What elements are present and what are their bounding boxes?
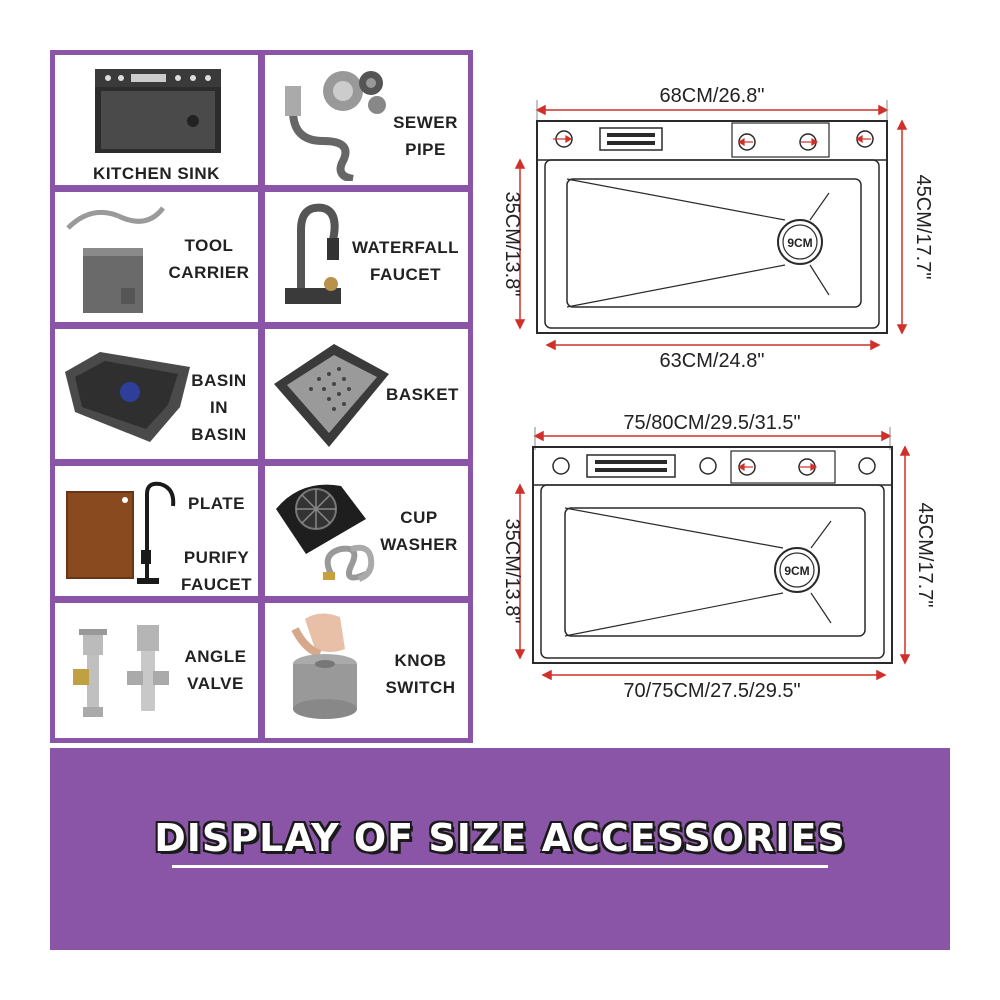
cup-washer-icon — [276, 484, 375, 582]
accessory-plate-purify-faucet: PLATE PURIFY FAUCET — [55, 466, 258, 596]
accessory-sewer-pipe: SEWER PIPE — [265, 55, 468, 185]
sink-dimension-diagram-1: 68CM/26.8" 9CM 35CM/13.8" 45CM/17.7" 6 — [501, 85, 934, 372]
waterfall-faucet-icon — [285, 203, 341, 304]
kitchen-sink-icon — [95, 69, 221, 153]
accessory-label: BASKET — [386, 385, 459, 404]
accessory-angle-valve: ANGLE VALVE — [55, 603, 258, 738]
left-height-label: 35CM/13.8" — [501, 519, 523, 624]
bottom-width-label: 63CM/24.8" — [660, 350, 765, 372]
basket-icon — [274, 344, 389, 447]
top-width-label: 68CM/26.8" — [660, 85, 765, 107]
accessory-label: PLATE PURIFY FAUCET — [181, 494, 252, 594]
top-width-label: 75/80CM/29.5/31.5" — [623, 412, 800, 434]
left-height-label: 35CM/13.8" — [501, 192, 523, 297]
sink-dimension-diagram-2: 75/80CM/29.5/31.5" 9CM 35CM/13.8" 45CM/1… — [501, 412, 935, 702]
plate-purify-faucet-icon — [66, 481, 176, 584]
sink-outline — [536, 120, 888, 334]
accessory-label: ANGLE VALVE — [184, 647, 247, 693]
sink-outline — [532, 446, 893, 664]
accessory-label: TOOL CARRIER — [168, 236, 250, 282]
accessory-knob-switch: KNOB SWITCH — [265, 603, 468, 738]
sewer-pipe-icon — [285, 71, 386, 181]
bottom-width-label: 70/75CM/27.5/29.5" — [623, 680, 800, 702]
banner-underline — [172, 865, 828, 868]
accessory-basin-in-basin: BASIN IN BASIN — [55, 329, 258, 459]
right-height-label: 45CM/17.7" — [912, 175, 934, 280]
knob-switch-icon — [291, 613, 357, 719]
angle-valve-icon — [73, 625, 169, 717]
accessory-label: CUP WASHER — [380, 508, 458, 554]
accessory-label: KITCHEN SINK — [93, 164, 220, 183]
accessory-kitchen-sink: KITCHEN SINK — [55, 55, 258, 185]
basin-icon — [65, 352, 190, 442]
title-banner: DISPLAY OF SIZE ACCESSORIES — [50, 748, 950, 950]
accessory-label: BASIN IN BASIN — [191, 371, 247, 444]
drain-size-label: 9CM — [784, 564, 809, 578]
drain-size-label: 9CM — [787, 236, 812, 250]
tool-carrier-icon — [66, 206, 165, 313]
accessory-tool-carrier: TOOL CARRIER — [55, 192, 258, 322]
accessory-grid: KITCHEN SINK SEWER PIPE TOOL CARRIER — [50, 50, 473, 743]
banner-title: DISPLAY OF SIZE ACCESSORIES — [154, 816, 846, 860]
accessory-basket: BASKET — [265, 329, 468, 459]
accessory-waterfall-faucet: WATERFALL FAUCET — [265, 192, 468, 322]
accessory-label: SEWER PIPE — [393, 113, 458, 159]
faucet-hole-icon — [555, 130, 874, 151]
right-height-label: 45CM/17.7" — [914, 503, 935, 608]
accessory-label: WATERFALL FAUCET — [351, 238, 460, 284]
accessory-label: KNOB SWITCH — [385, 651, 456, 697]
accessory-cup-washer: CUP WASHER — [265, 466, 468, 596]
